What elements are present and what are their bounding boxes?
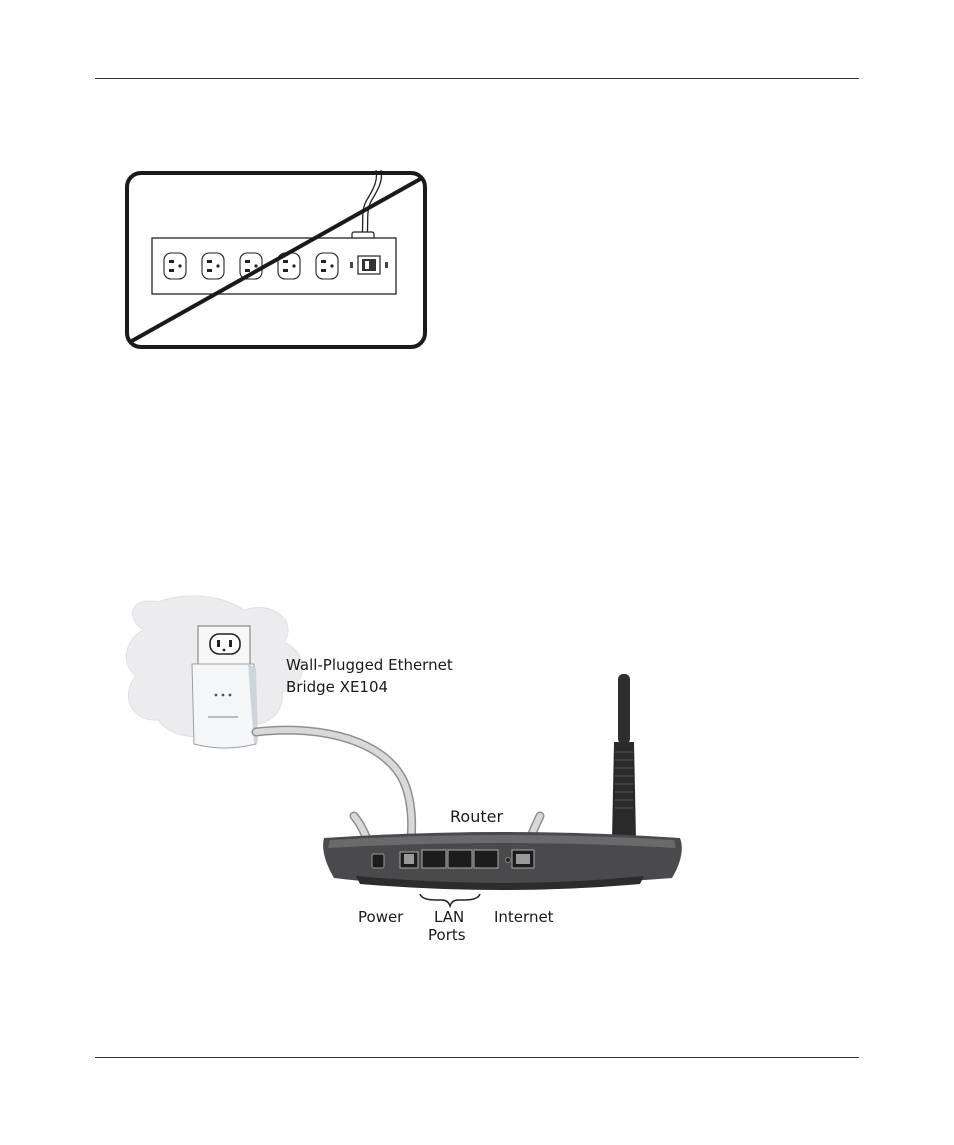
internet-label: Internet bbox=[494, 908, 554, 926]
lan-label-line2: Ports bbox=[428, 926, 466, 944]
footer-rule bbox=[95, 1057, 859, 1058]
router-icon bbox=[323, 832, 682, 890]
bridge-router-setup-figure: Wall-Plugged Ethernet Bridge XE104 Route… bbox=[124, 595, 684, 944]
header-rule bbox=[95, 78, 859, 79]
lan-bracket bbox=[419, 893, 481, 909]
wall-outlet-icon bbox=[197, 625, 251, 665]
power-label: Power bbox=[358, 908, 404, 926]
ethernet-bridge-icon bbox=[191, 663, 258, 749]
lan-label-line1: LAN bbox=[434, 908, 464, 926]
antenna-icon bbox=[612, 674, 636, 840]
power-strip-icon bbox=[151, 170, 397, 295]
router-label: Router bbox=[450, 807, 503, 826]
prohibited-slash-icon bbox=[125, 171, 427, 349]
bridge-label-line1: Wall-Plugged Ethernet bbox=[286, 656, 453, 674]
bridge-label-line2: Bridge XE104 bbox=[286, 678, 388, 696]
power-strip-prohibited-figure bbox=[125, 170, 427, 349]
